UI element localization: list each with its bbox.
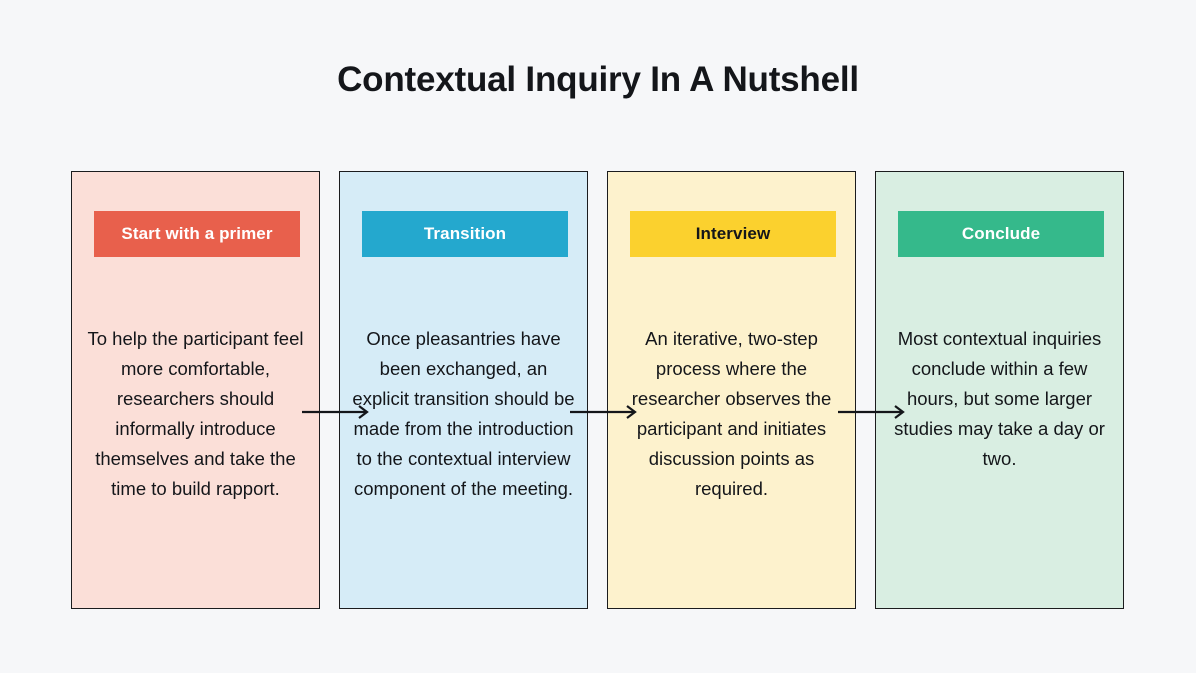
step-body-start-with-a-primer: To help the participant feel more comfor…	[87, 328, 304, 499]
process-flow-diagram: Start with a primer To help the particip…	[71, 171, 1125, 609]
step-body-transition: Once pleasantries have been exchanged, a…	[352, 328, 575, 499]
step-panel-start-with-a-primer: Start with a primer To help the particip…	[71, 171, 320, 609]
step-body-interview: An iterative, two-step process where the…	[631, 328, 832, 499]
step-panel-transition: Transition Once pleasantries have been e…	[339, 171, 588, 609]
page-title: Contextual Inquiry In A Nutshell	[337, 60, 859, 99]
step-header-transition: Transition	[362, 211, 568, 257]
step-body-conclude: Most contextual inquiries conclude withi…	[894, 328, 1105, 469]
step-header-conclude: Conclude	[898, 211, 1104, 257]
step-header-interview: Interview	[630, 211, 836, 257]
step-header-start-with-a-primer: Start with a primer	[94, 211, 300, 257]
step-panel-interview: Interview An iterative, two-step process…	[607, 171, 856, 609]
step-panel-conclude: Conclude Most contextual inquiries concl…	[875, 171, 1124, 609]
